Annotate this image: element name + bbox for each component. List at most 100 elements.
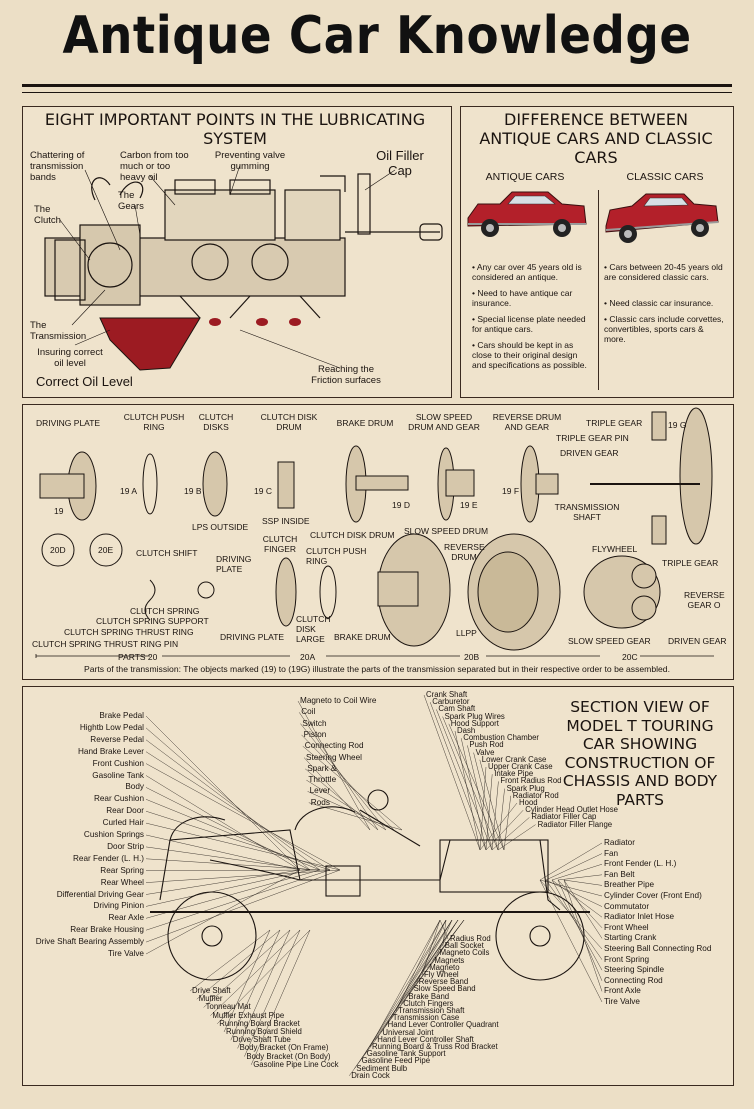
section-label: Valve: [475, 747, 495, 757]
tr-reverse-gear-o: REVERSE GEAR O: [684, 590, 725, 610]
lub-label-oil-filler: Oil Filler Cap: [376, 148, 424, 178]
leader-line: [251, 929, 311, 1065]
tr-llpp: LLPP: [456, 628, 477, 638]
difference-divider: [598, 190, 599, 390]
leader-line: [430, 702, 487, 851]
leader-line: [145, 869, 301, 895]
tr-20d: 20D: [50, 545, 66, 555]
leader-line: [210, 929, 301, 1016]
leader-line: [145, 811, 331, 871]
section-label: Running Board Shield: [226, 1027, 302, 1036]
leader-line: [354, 919, 459, 1069]
leader-line: [551, 879, 603, 971]
tr-20e: 20E: [98, 545, 114, 555]
section-label: Hand Lever Controller Quadrant: [387, 1020, 499, 1030]
leader-line: [485, 774, 493, 851]
leader-line: [145, 858, 321, 871]
section-label: Spark &: [307, 763, 337, 773]
tr-clutch-disk-drum-2: CLUTCH DISK DRUM: [310, 530, 395, 540]
tr-n19f: 19 F: [502, 486, 520, 496]
section-label: Crank Shaft: [426, 690, 468, 699]
section-label: Push Rod: [469, 740, 504, 750]
leader-line: [479, 802, 518, 851]
section-label: Running Board Bracket: [219, 1018, 300, 1028]
leader-line: [423, 694, 481, 851]
antique-point-4: • Cars should be kept in as close to the…: [472, 340, 587, 370]
leader-line: [557, 874, 603, 881]
section-label: Driving Pinion: [93, 901, 144, 911]
leader-line: [145, 727, 311, 871]
section-label: Throttle: [308, 775, 337, 785]
section-label: Gasoline Feed Pipe: [361, 1056, 431, 1066]
section-label: Radiator Inlet Hose: [604, 912, 675, 922]
leader-line: [439, 919, 449, 940]
leader-line: [145, 715, 301, 871]
section-label: Brake Pedal: [99, 711, 144, 720]
section-label: Breather Pipe: [604, 880, 655, 890]
leader-line: [145, 763, 341, 871]
lubrication-title: EIGHT IMPORTANT POINTS IN THE LUBRICATIN…: [44, 110, 426, 148]
lub-label-gears: The Gears: [118, 190, 144, 212]
section-label: Brake Band: [408, 991, 450, 1001]
section-label: Rear Spring: [100, 865, 144, 875]
leader-line: [467, 745, 493, 851]
classic-car-icon: [605, 193, 719, 243]
leader-line: [349, 919, 465, 1076]
lub-label-clutch: The Clutch: [34, 204, 61, 226]
section-label: Hand Brake Lever: [78, 746, 144, 756]
leader-line: [563, 879, 603, 886]
section-label: Rear Axle: [108, 913, 145, 923]
section-label: Spark Plug Wires: [444, 711, 505, 721]
section-label: Drive Shaft Bearing Assembly: [35, 937, 144, 947]
tr-clutch-shift: CLUTCH SHIFT: [136, 548, 198, 558]
section-label: Front Wheel: [604, 922, 649, 932]
leader-line: [145, 869, 321, 919]
leader-line: [237, 929, 291, 1049]
tr-driven-gear-2: DRIVEN GEAR: [668, 636, 727, 646]
section-label: Steering Ball Connecting Rod: [604, 944, 712, 953]
leader-line: [306, 779, 387, 831]
leader-line: [497, 824, 536, 851]
leader-line: [497, 788, 505, 851]
tr-n19g: 19 G: [668, 420, 687, 430]
leader-line: [461, 738, 487, 851]
tr-triple-gear-pin: TRIPLE GEAR PIN: [556, 433, 629, 443]
section-label: Reverse Pedal: [90, 734, 144, 744]
leader-line: [539, 842, 603, 881]
section-label: Tire Valve: [604, 997, 640, 1006]
leader-line: [359, 919, 453, 1062]
section-label: Lower Crank Case: [481, 754, 547, 764]
leader-line: [303, 757, 371, 831]
section-label: Magneto: [429, 962, 460, 972]
classic-point-3: • Classic cars include corvettes, conver…: [604, 314, 724, 344]
leader-line: [545, 879, 603, 907]
section-label: Body: [125, 782, 144, 792]
tr-brake-drum-2: BRAKE DRUM: [334, 632, 391, 642]
section-title: SECTION VIEW OF MODEL T TOURING CAR SHOW…: [562, 698, 718, 809]
section-label: Commutator: [604, 901, 650, 911]
section-label: Body Bracket (On Body): [246, 1051, 331, 1061]
leader-line: [364, 919, 447, 1055]
leader-line: [145, 739, 321, 871]
section-label: Piston: [303, 729, 327, 739]
section-label: Cushion Springs: [83, 830, 144, 839]
tr-n19a: 19 A: [120, 486, 138, 496]
tr-driven-gear: DRIVEN GEAR: [560, 448, 619, 458]
leader-line: [437, 919, 453, 954]
title-rule: [22, 84, 732, 87]
page-title: Antique Car Knowledge: [62, 6, 692, 66]
tr-triple-gear: TRIPLE GEAR: [586, 418, 643, 428]
tr-reverse-drum-2: REVERSE DRUM: [444, 542, 485, 562]
tr-slow-speed-gear: SLOW SPEED GEAR: [568, 636, 651, 646]
section-label: Fan Belt: [604, 869, 635, 879]
section-label: Transmission Shaft: [398, 1006, 465, 1015]
section-label: Hood: [519, 798, 538, 807]
tr-slow-speed-drum-2: SLOW SPEED DRUM: [404, 526, 489, 536]
classic-point-1: • Cars between 20-45 years old are consi…: [604, 262, 723, 282]
lub-label-insuring: Insuring correct oil level: [37, 347, 103, 369]
section-label: Magneto Coils: [439, 948, 490, 958]
section-label: Front Fender (L. H.): [604, 859, 677, 869]
section-label: Carburetor: [432, 697, 470, 707]
tr-clutch-push-ring: CLUTCH PUSH RING: [123, 412, 185, 432]
